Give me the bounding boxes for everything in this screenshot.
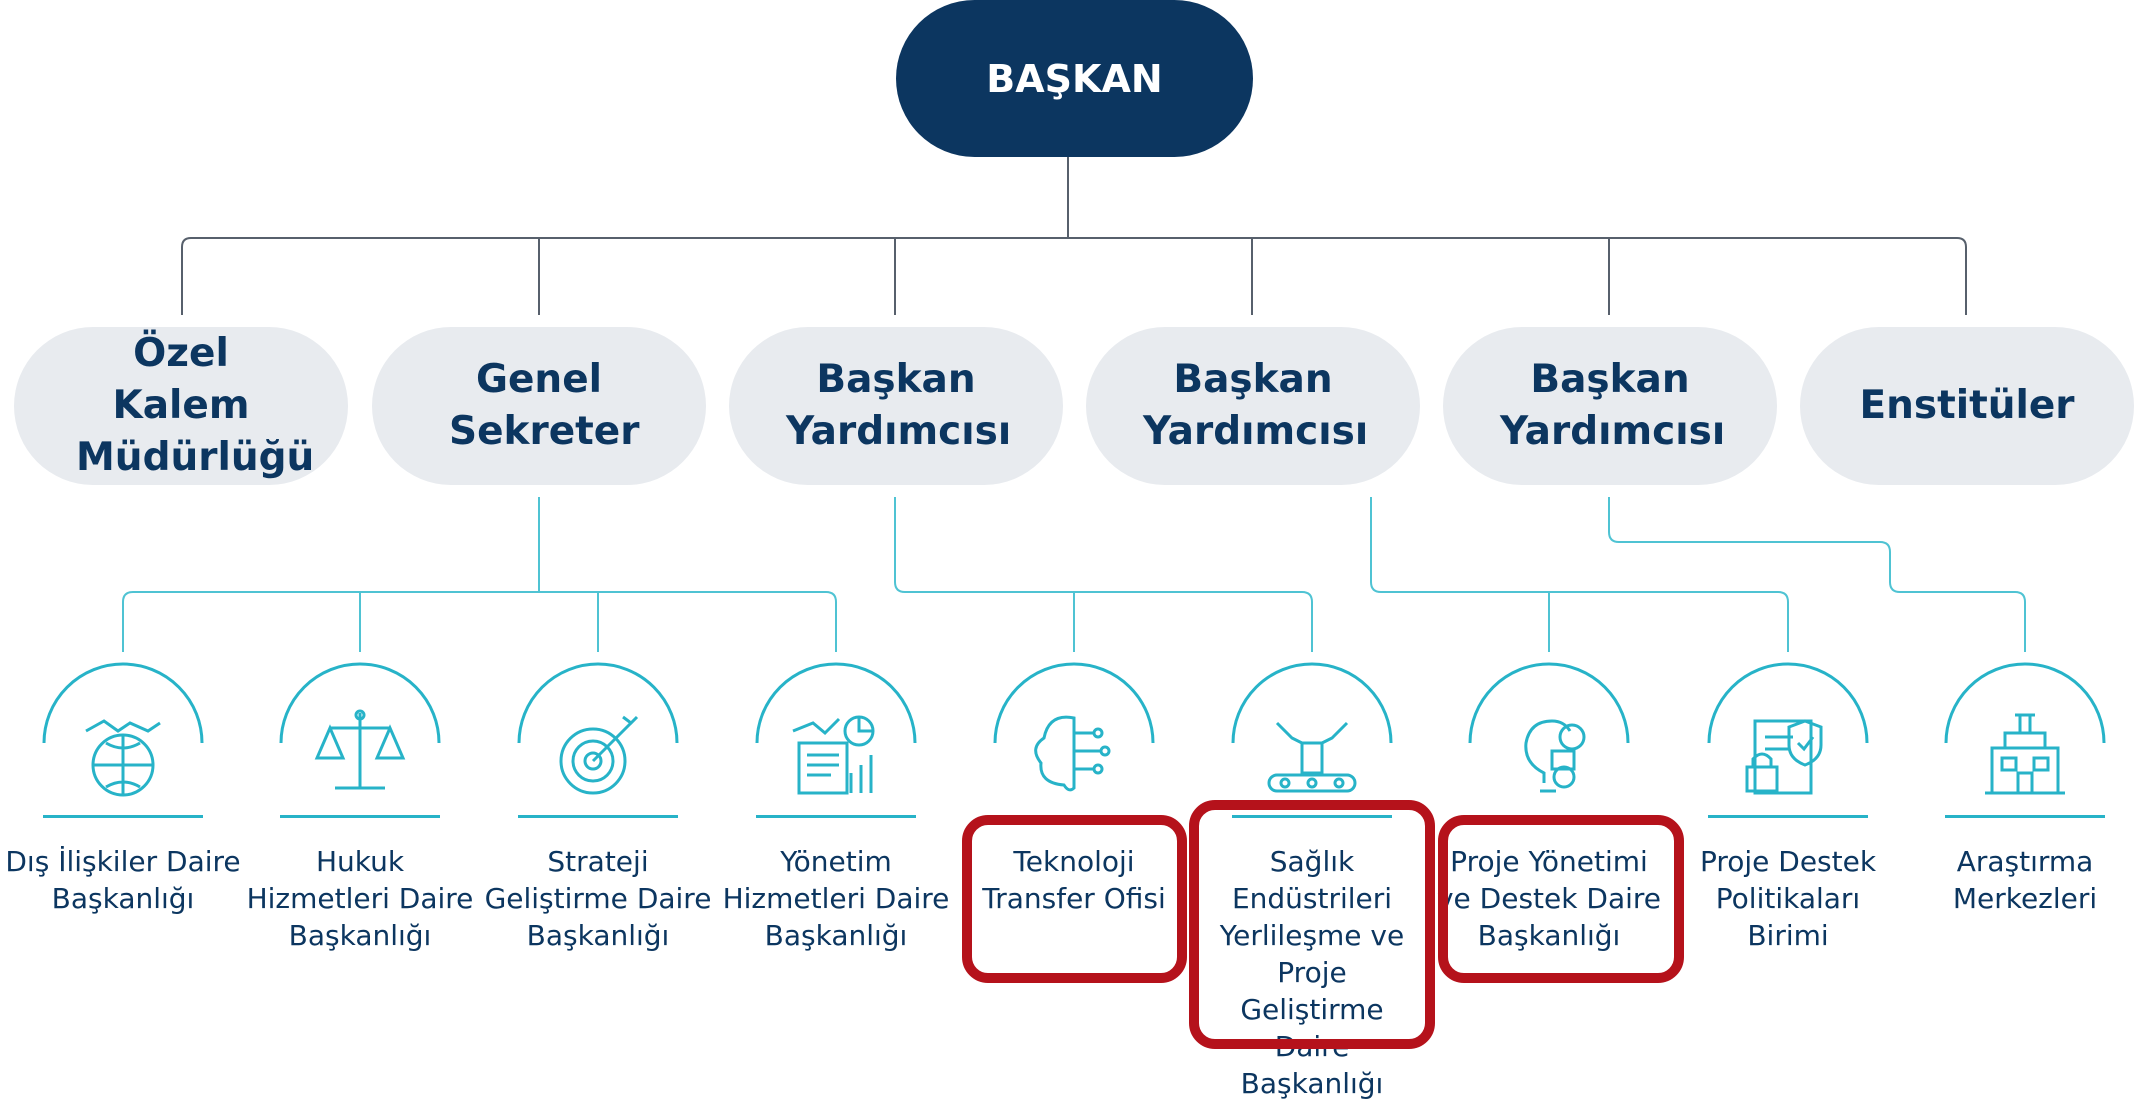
- unit-arc-1: [42, 662, 204, 744]
- node-baskan-yardimcisi-3: Başkan Yardımcısı: [1443, 327, 1777, 485]
- report-chart-icon: [781, 703, 891, 803]
- unit-arc-3: [517, 662, 679, 744]
- unit-label-teknoloji-transfer: Teknoloji Transfer Ofisi: [982, 845, 1166, 915]
- node-ozel-kalem: Özel Kalem Müdürlüğü: [14, 327, 348, 485]
- unit-underline: [43, 815, 203, 818]
- node-label: Genel Sekreter: [449, 357, 640, 454]
- unit-arc-6: [1231, 662, 1393, 744]
- baskan-node: BAŞKAN: [896, 0, 1253, 157]
- node-label: Özel Kalem Müdürlüğü: [76, 331, 315, 480]
- research-building-icon: [1970, 703, 2080, 803]
- secure-document-icon: [1733, 703, 1843, 803]
- unit-underline: [280, 815, 440, 818]
- unit-arc-9: [1944, 662, 2106, 744]
- node-label: Enstitüler: [1859, 383, 2075, 428]
- highlight-teknoloji-transfer: [962, 815, 1187, 983]
- scales-icon: [305, 703, 415, 803]
- brain-circuit-icon: [1019, 703, 1129, 803]
- node-label: Başkan Yardımcısı: [1143, 357, 1369, 454]
- production-line-icon: [1257, 703, 1367, 803]
- node-label: Başkan Yardımcısı: [786, 357, 1012, 454]
- connector-group4: [1608, 497, 2026, 652]
- unit-label-hukuk: Hukuk Hizmetleri Daire Başkanlığı: [246, 845, 474, 952]
- unit-underline: [756, 815, 916, 818]
- highlight-proje-yonetimi: [1438, 815, 1684, 983]
- unit-arc-5: [993, 662, 1155, 744]
- unit-label-proje-yonetimi: Proje Yönetimi ve Destek Daire Başkanlığ…: [1436, 845, 1661, 952]
- highlight-saglik-endustrileri: [1189, 800, 1435, 1049]
- unit-underline: [518, 815, 678, 818]
- unit-underline: [1708, 815, 1868, 818]
- unit-label-dis-iliskiler: Dış İlişkiler Daire Başkanlığı: [5, 845, 241, 915]
- unit-arc-8: [1707, 662, 1869, 744]
- unit-underline: [1232, 815, 1392, 818]
- unit-label-arastirma: Araştırma Merkezleri: [1952, 845, 2098, 915]
- baskan-label: BAŞKAN: [986, 56, 1163, 101]
- unit-arc-4: [755, 662, 917, 744]
- connector-group1-bar: [122, 591, 837, 652]
- node-enstituler: Enstitüler: [1800, 327, 2134, 485]
- node-label: Başkan Yardımcısı: [1500, 357, 1726, 454]
- idea-gears-icon: [1494, 703, 1604, 803]
- unit-label-strateji: Strateji Geliştirme Daire Başkanlığı: [484, 845, 712, 952]
- node-baskan-yardimcisi-1: Başkan Yardımcısı: [729, 327, 1063, 485]
- org-chart-connectors: [42, 157, 2106, 744]
- handshake-globe-icon: [68, 703, 178, 803]
- node-genel-sekreter: Genel Sekreter: [372, 327, 706, 485]
- unit-underline: [1945, 815, 2105, 818]
- connector-level2-bar: [181, 237, 1967, 315]
- connector-group3: [1370, 497, 1789, 652]
- connector-group2: [894, 497, 1313, 652]
- target-icon: [543, 703, 653, 803]
- unit-arc-2: [279, 662, 441, 744]
- node-baskan-yardimcisi-2: Başkan Yardımcısı: [1086, 327, 1420, 485]
- unit-label-proje-destek: Proje Destek Politikaları Birimi: [1699, 845, 1877, 952]
- unit-label-yonetim: Yönetim Hizmetleri Daire Başkanlığı: [722, 845, 950, 952]
- unit-arc-7: [1468, 662, 1630, 744]
